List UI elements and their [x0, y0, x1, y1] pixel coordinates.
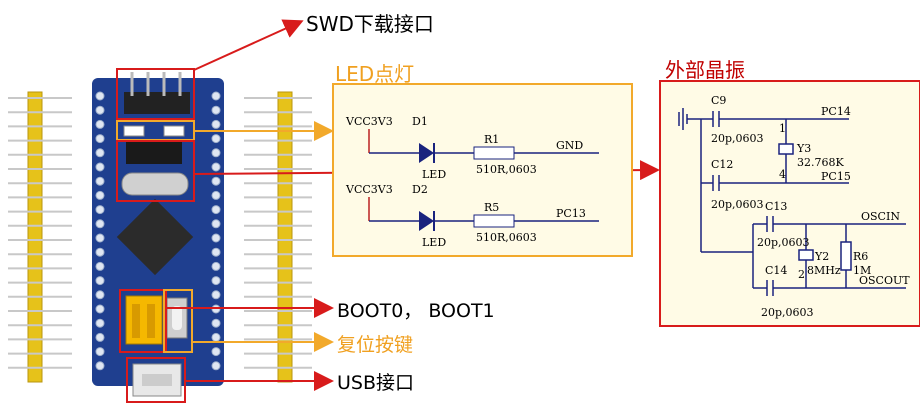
d1-supply: VCC3V3 [345, 115, 393, 128]
board-hole [95, 162, 105, 172]
swd-label: SWD下载接口 [306, 12, 434, 36]
xtal-schematic-panel: C9 20p,0603 PC14 1 Y3 32.768K 4 C12 20p,… [659, 80, 920, 327]
board-hole [211, 119, 221, 129]
r1-net: GND [556, 139, 583, 152]
c14-value: 20p,0603 [761, 306, 814, 319]
board-hole [211, 205, 221, 215]
board-hole [95, 290, 105, 300]
c9-value: 20p,0603 [711, 132, 764, 145]
board-hole [95, 190, 105, 200]
c13-ref: C13 [765, 200, 787, 213]
r1-value: 510R,0603 [476, 163, 537, 176]
board-hole [95, 105, 105, 115]
board-hole [95, 276, 105, 286]
xtal-panel-title: 外部晶振 [665, 58, 745, 82]
board-hole [95, 205, 105, 215]
board-hole [95, 219, 105, 229]
board-hole [95, 148, 105, 158]
r6-value: 1M [853, 264, 871, 277]
board-hole [211, 134, 221, 144]
swd-arrow [193, 19, 304, 71]
board-hole [211, 91, 221, 101]
reset-highlight [163, 289, 193, 353]
led-panel-title: LED点灯 [335, 62, 415, 86]
board-hole [211, 148, 221, 158]
board-hole [211, 332, 221, 342]
c12-ref: C12 [711, 158, 733, 171]
board-hole [211, 261, 221, 271]
d2-label: LED [422, 236, 446, 249]
board-hole [211, 162, 221, 172]
y3-pin4: 4 [779, 168, 786, 181]
board-hole [95, 347, 105, 357]
boot-label: BOOT0， BOOT1 [337, 300, 495, 322]
usb-connector [132, 363, 182, 397]
xtal-highlight [116, 140, 195, 202]
right-pin-header [244, 91, 312, 383]
board-hole [95, 361, 105, 371]
board-hole [211, 233, 221, 243]
r5-value: 510R,0603 [476, 231, 537, 244]
oscout: OSCOUT [859, 274, 910, 287]
d1-label: LED [422, 168, 446, 181]
board-hole [95, 119, 105, 129]
d1-ref: D1 [412, 115, 428, 128]
left-pin-header [8, 91, 72, 383]
board-hole [95, 134, 105, 144]
pc14: PC14 [821, 105, 851, 118]
board-hole [95, 176, 105, 186]
board-hole [211, 361, 221, 371]
y2-ref: Y2 [814, 250, 829, 263]
swd-header [124, 72, 190, 114]
y3-value: 32.768K [797, 156, 844, 169]
board-hole [211, 190, 221, 200]
r6-ref: R6 [853, 250, 868, 263]
board-hole [95, 247, 105, 257]
reset-label: 复位按键 [337, 334, 414, 356]
board-hole [211, 276, 221, 286]
pc15: PC15 [821, 170, 851, 183]
board-hole [95, 332, 105, 342]
board-hole [95, 318, 105, 328]
y2-value: 8MHz [807, 264, 841, 277]
d2-ref: D2 [412, 183, 428, 196]
c9-ref: C9 [711, 94, 726, 107]
board-hole [95, 261, 105, 271]
led-schematic: VCC3V3 D1 LED R1 510R,0603 GND VCC3V3 D2… [345, 115, 599, 249]
y3-ref: Y3 [796, 142, 811, 155]
r1-ref: R1 [484, 133, 499, 146]
y3-pin1: 1 [779, 122, 786, 135]
y2-pin2: 2 [798, 268, 805, 281]
board-hole [211, 176, 221, 186]
led-schematic-panel: VCC3V3 D1 LED R1 510R,0603 GND VCC3V3 D2… [332, 83, 633, 257]
board-hole [211, 318, 221, 328]
board-hole [211, 347, 221, 357]
r5-net: PC13 [556, 207, 586, 220]
r5-ref: R5 [484, 201, 499, 214]
c13-value: 20p,0603 [757, 236, 810, 249]
boot-jumpers [125, 295, 163, 345]
board-hole [211, 105, 221, 115]
usb-label: USB接口 [337, 372, 415, 394]
c14-ref: C14 [765, 264, 787, 277]
boot-highlight [119, 289, 167, 353]
xtal-schematic: C9 20p,0603 PC14 1 Y3 32.768K 4 C12 20p,… [678, 94, 910, 319]
swd-highlight [116, 68, 195, 120]
board-hole [95, 233, 105, 243]
board-hole [211, 219, 221, 229]
reset-button [166, 297, 188, 339]
board-hole [211, 247, 221, 257]
oscin: OSCIN [861, 210, 900, 223]
board-hole [95, 91, 105, 101]
board-hole [211, 290, 221, 300]
d2-supply: VCC3V3 [345, 183, 393, 196]
board-hole [95, 304, 105, 314]
c12-value: 20p,0603 [711, 198, 764, 211]
